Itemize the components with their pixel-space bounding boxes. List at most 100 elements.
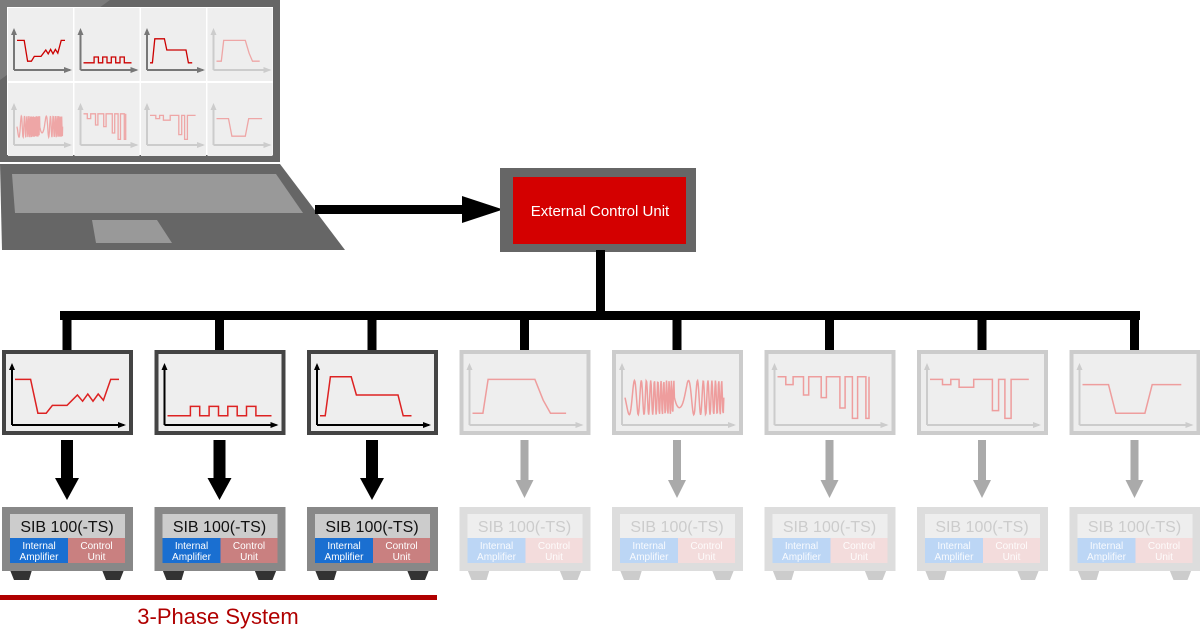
control-unit-section bbox=[830, 538, 888, 563]
control-unit-section bbox=[678, 538, 735, 563]
device-title: SIB 100(-TS) bbox=[173, 519, 266, 536]
arrow-down-icon bbox=[668, 440, 686, 498]
screen-chart-5 bbox=[8, 83, 73, 156]
device-right-line2: Unit bbox=[1155, 552, 1173, 563]
device-left-line2: Amplifier bbox=[325, 552, 365, 563]
device-title: SIB 100(-TS) bbox=[325, 519, 418, 536]
internal-amplifier-section bbox=[772, 538, 831, 563]
device-right-line1: Control bbox=[1148, 541, 1180, 552]
control-unit-section bbox=[525, 538, 583, 563]
internal-amplifier-section bbox=[620, 538, 678, 563]
waveform-line bbox=[320, 376, 412, 417]
control-unit-section bbox=[220, 538, 278, 563]
control-unit-section bbox=[1135, 538, 1193, 563]
group-underline bbox=[0, 595, 437, 600]
device-left-line2: Amplifier bbox=[477, 552, 517, 563]
device-right-line1: Control bbox=[995, 541, 1027, 552]
device-right-line2: Unit bbox=[1003, 552, 1021, 563]
device-left-line1: Internal bbox=[632, 541, 665, 552]
waveform-line bbox=[15, 378, 119, 414]
signal-monitor bbox=[764, 350, 896, 435]
signal-monitor bbox=[307, 350, 438, 435]
waveform-line bbox=[167, 405, 272, 417]
arrow-down-icon bbox=[515, 440, 534, 498]
arrow-down-icon bbox=[55, 440, 79, 500]
screen-chart-8 bbox=[207, 83, 273, 156]
control-unit-section bbox=[68, 538, 125, 563]
waveform-line bbox=[930, 378, 1029, 420]
external-control-unit: External Control Unit bbox=[500, 168, 696, 252]
internal-amplifier-section bbox=[315, 538, 373, 563]
waveform-line bbox=[777, 376, 870, 420]
screen-chart-1 bbox=[8, 8, 73, 81]
waveform-line bbox=[150, 114, 196, 141]
device-title: SIB 100(-TS) bbox=[20, 519, 113, 536]
device-title: SIB 100(-TS) bbox=[478, 519, 571, 536]
device-title: SIB 100(-TS) bbox=[1088, 519, 1181, 536]
signal-monitor bbox=[1069, 350, 1200, 435]
waveform-line bbox=[472, 378, 567, 414]
keyboard-area bbox=[12, 174, 303, 213]
device-right-line2: Unit bbox=[850, 552, 868, 563]
internal-amplifier-section bbox=[467, 538, 526, 563]
arrow-laptop-to-ecu bbox=[315, 196, 503, 223]
device-right-line2: Unit bbox=[545, 552, 563, 563]
device-title: SIB 100(-TS) bbox=[935, 519, 1028, 536]
internal-amplifier-section bbox=[162, 538, 221, 563]
control-bus bbox=[60, 250, 1140, 352]
waveform-line bbox=[624, 378, 725, 417]
waveform-line bbox=[216, 117, 263, 137]
device-left-line2: Amplifier bbox=[172, 552, 212, 563]
device-left-line1: Internal bbox=[1090, 541, 1123, 552]
signal-monitor bbox=[154, 350, 286, 435]
device-right-line2: Unit bbox=[393, 552, 411, 563]
device-right-line1: Control bbox=[690, 541, 722, 552]
ecu-label: External Control Unit bbox=[531, 203, 670, 220]
screen-chart-2 bbox=[74, 8, 140, 81]
screen-chart-4 bbox=[207, 8, 273, 81]
signal-monitor bbox=[459, 350, 591, 435]
arrow-down-icon bbox=[1125, 440, 1144, 498]
waveform-line bbox=[17, 39, 65, 62]
internal-amplifier-section bbox=[925, 538, 983, 563]
control-unit-section bbox=[373, 538, 430, 563]
waveform-line bbox=[83, 113, 127, 141]
device-left-line1: Internal bbox=[327, 541, 360, 552]
internal-amplifier-section bbox=[1077, 538, 1136, 563]
device-left-line1: Internal bbox=[22, 541, 55, 552]
device-left-line1: Internal bbox=[937, 541, 970, 552]
device-right-line1: Control bbox=[843, 541, 875, 552]
device-right-line2: Unit bbox=[240, 552, 258, 563]
signal-monitor bbox=[612, 350, 743, 435]
group-label: 3-Phase System bbox=[137, 604, 298, 629]
device-left-line1: Internal bbox=[785, 541, 818, 552]
device-right-line1: Control bbox=[80, 541, 112, 552]
device-right-line1: Control bbox=[538, 541, 570, 552]
waveform-line bbox=[1082, 383, 1182, 414]
device-left-line2: Amplifier bbox=[1087, 552, 1127, 563]
screen-chart-3 bbox=[141, 8, 206, 81]
arrow-down-icon bbox=[973, 440, 991, 498]
device-right-line1: Control bbox=[233, 541, 265, 552]
arrow-down-icon bbox=[820, 440, 839, 498]
screen-chart-7 bbox=[141, 83, 206, 156]
device-left-line1: Internal bbox=[480, 541, 513, 552]
device-right-line2: Unit bbox=[88, 552, 106, 563]
device-right-line2: Unit bbox=[698, 552, 716, 563]
internal-amplifier-section bbox=[10, 538, 68, 563]
signal-monitor bbox=[917, 350, 1048, 435]
device-left-line2: Amplifier bbox=[20, 552, 60, 563]
